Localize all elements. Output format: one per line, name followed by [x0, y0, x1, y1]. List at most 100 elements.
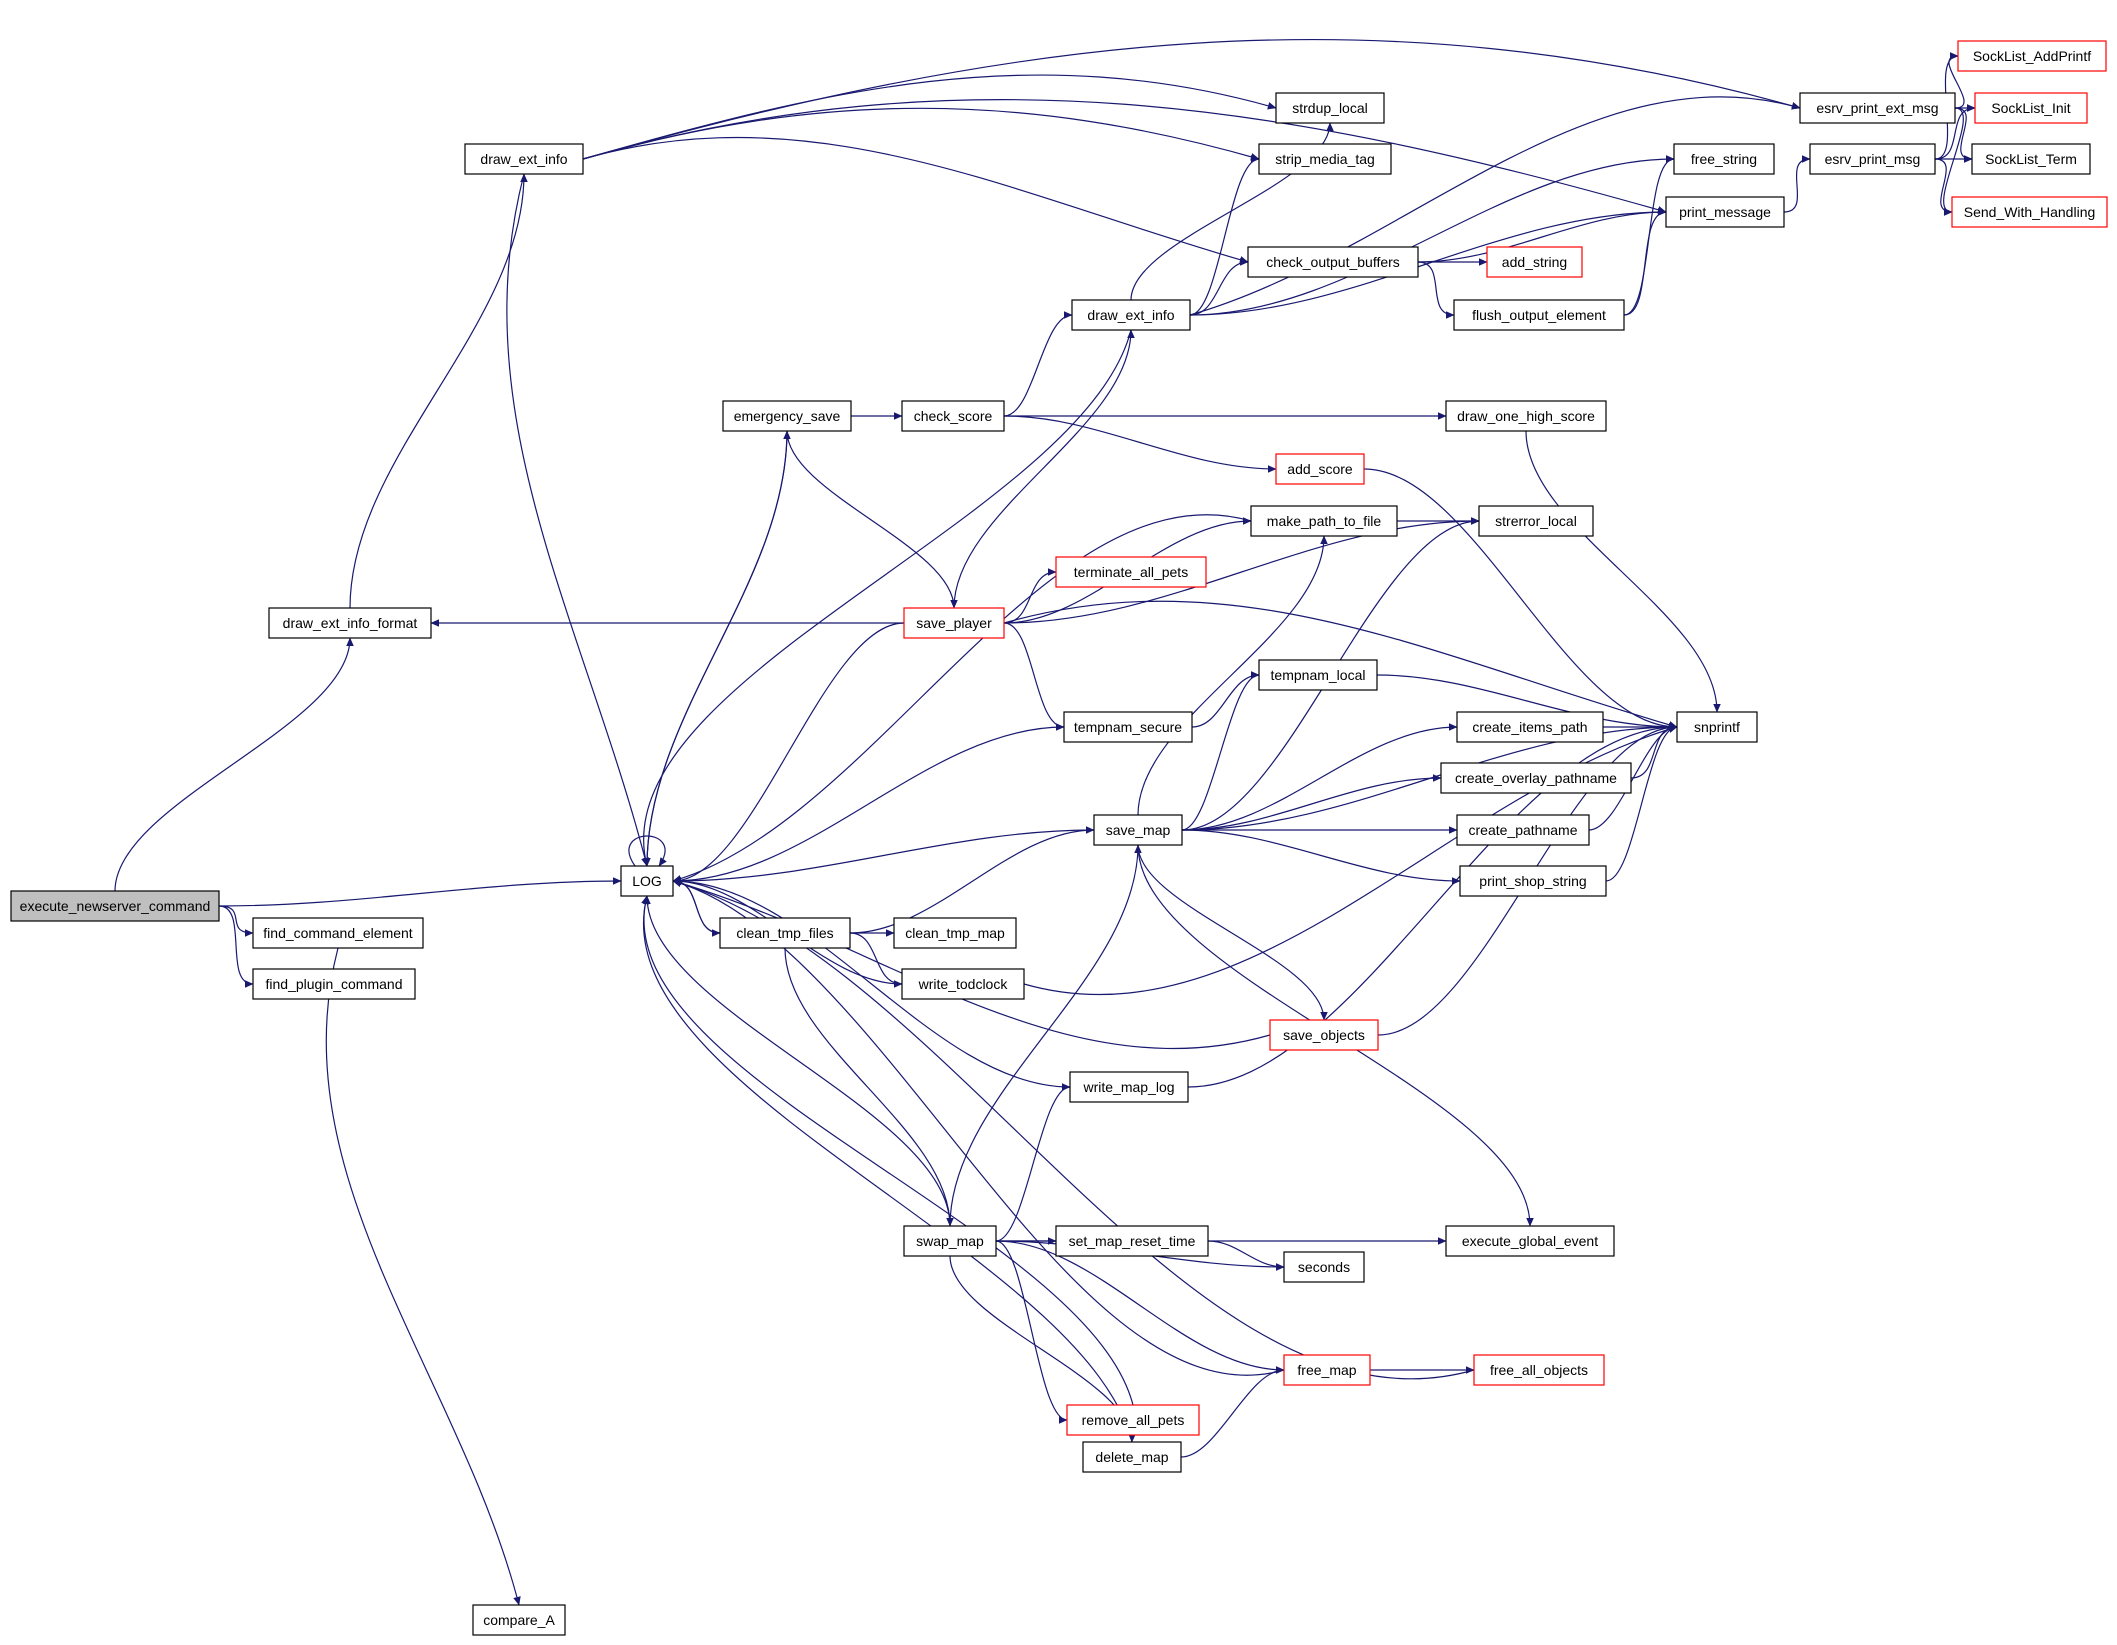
node-save_objects[interactable]: save_objects: [1269, 1019, 1379, 1051]
node-box-create_items_path[interactable]: [1456, 711, 1604, 743]
node-box-emergency_save[interactable]: [722, 400, 852, 432]
node-box-delete_map[interactable]: [1082, 1441, 1182, 1473]
node-box-execute_global_event[interactable]: [1445, 1225, 1615, 1257]
node-add_score[interactable]: add_score: [1275, 453, 1365, 485]
node-free_map[interactable]: free_map: [1283, 1354, 1371, 1386]
node-box-free_map[interactable]: [1283, 1354, 1371, 1386]
node-execute_newserver_command[interactable]: execute_newserver_command: [10, 890, 220, 922]
node-box-Send_With_Handling[interactable]: [1951, 196, 2108, 228]
node-terminate_all_pets[interactable]: terminate_all_pets: [1055, 556, 1207, 588]
node-box-save_map[interactable]: [1093, 814, 1183, 846]
node-box-clean_tmp_map[interactable]: [893, 917, 1017, 949]
node-draw_ext_info_mid[interactable]: draw_ext_info: [1071, 299, 1191, 331]
node-esrv_print_ext_msg[interactable]: esrv_print_ext_msg: [1799, 92, 1956, 124]
node-check_score[interactable]: check_score: [901, 400, 1005, 432]
node-SockList_AddPrintf[interactable]: SockList_AddPrintf: [1957, 40, 2107, 72]
node-box-tempnam_local[interactable]: [1258, 659, 1378, 691]
node-delete_map[interactable]: delete_map: [1082, 1441, 1182, 1473]
node-box-check_score[interactable]: [901, 400, 1005, 432]
node-box-find_plugin_command[interactable]: [252, 968, 416, 1000]
node-box-flush_output_element[interactable]: [1453, 299, 1625, 331]
node-box-print_shop_string[interactable]: [1459, 865, 1607, 897]
node-free_all_objects[interactable]: free_all_objects: [1473, 1354, 1605, 1386]
node-box-save_player[interactable]: [903, 607, 1005, 639]
node-add_string[interactable]: add_string: [1486, 246, 1583, 278]
node-find_plugin_command[interactable]: find_plugin_command: [252, 968, 416, 1000]
node-strerror_local[interactable]: strerror_local: [1478, 505, 1594, 537]
node-box-terminate_all_pets[interactable]: [1055, 556, 1207, 588]
node-swap_map[interactable]: swap_map: [903, 1225, 997, 1257]
node-strip_media_tag[interactable]: strip_media_tag: [1258, 143, 1392, 175]
node-draw_ext_info_format[interactable]: draw_ext_info_format: [268, 607, 432, 639]
node-save_player[interactable]: save_player: [903, 607, 1005, 639]
node-write_todclock[interactable]: write_todclock: [901, 968, 1025, 1000]
node-box-compare_A[interactable]: [472, 1604, 566, 1636]
node-create_overlay_pathname[interactable]: create_overlay_pathname: [1440, 762, 1632, 794]
node-draw_one_high_score[interactable]: draw_one_high_score: [1445, 400, 1607, 432]
node-box-draw_ext_info_format[interactable]: [268, 607, 432, 639]
node-create_items_path[interactable]: create_items_path: [1456, 711, 1604, 743]
node-box-snprintf[interactable]: [1676, 711, 1758, 743]
node-clean_tmp_files[interactable]: clean_tmp_files: [719, 917, 851, 949]
node-SockList_Term[interactable]: SockList_Term: [1971, 143, 2091, 175]
node-print_shop_string[interactable]: print_shop_string: [1459, 865, 1607, 897]
node-box-SockList_Term[interactable]: [1971, 143, 2091, 175]
node-box-print_message[interactable]: [1665, 196, 1785, 228]
node-compare_A[interactable]: compare_A: [472, 1604, 566, 1636]
node-box-save_objects[interactable]: [1269, 1019, 1379, 1051]
node-save_map[interactable]: save_map: [1093, 814, 1183, 846]
node-Send_With_Handling[interactable]: Send_With_Handling: [1951, 196, 2108, 228]
node-tempnam_local[interactable]: tempnam_local: [1258, 659, 1378, 691]
node-box-LOG[interactable]: [620, 865, 674, 897]
node-box-seconds[interactable]: [1283, 1251, 1365, 1283]
node-emergency_save[interactable]: emergency_save: [722, 400, 852, 432]
node-box-strip_media_tag[interactable]: [1258, 143, 1392, 175]
node-set_map_reset_time[interactable]: set_map_reset_time: [1055, 1225, 1209, 1257]
node-box-execute_newserver_command[interactable]: [10, 890, 220, 922]
node-create_pathname[interactable]: create_pathname: [1456, 814, 1590, 846]
node-check_output_buffers[interactable]: check_output_buffers: [1247, 246, 1419, 278]
node-box-tempnam_secure[interactable]: [1063, 711, 1193, 743]
node-box-swap_map[interactable]: [903, 1225, 997, 1257]
node-strdup_local[interactable]: strdup_local: [1275, 92, 1385, 124]
node-esrv_print_msg[interactable]: esrv_print_msg: [1809, 143, 1936, 175]
node-box-add_string[interactable]: [1486, 246, 1583, 278]
node-box-draw_ext_info_top[interactable]: [464, 143, 584, 175]
node-box-strerror_local[interactable]: [1478, 505, 1594, 537]
node-box-find_command_element[interactable]: [252, 917, 424, 949]
node-make_path_to_file[interactable]: make_path_to_file: [1250, 505, 1398, 537]
node-box-esrv_print_msg[interactable]: [1809, 143, 1936, 175]
node-box-set_map_reset_time[interactable]: [1055, 1225, 1209, 1257]
node-seconds[interactable]: seconds: [1283, 1251, 1365, 1283]
node-find_command_element[interactable]: find_command_element: [252, 917, 424, 949]
node-clean_tmp_map[interactable]: clean_tmp_map: [893, 917, 1017, 949]
node-snprintf[interactable]: snprintf: [1676, 711, 1758, 743]
node-tempnam_secure[interactable]: tempnam_secure: [1063, 711, 1193, 743]
node-box-esrv_print_ext_msg[interactable]: [1799, 92, 1956, 124]
node-box-free_string[interactable]: [1673, 143, 1775, 175]
node-box-add_score[interactable]: [1275, 453, 1365, 485]
node-remove_all_pets[interactable]: remove_all_pets: [1066, 1404, 1200, 1436]
node-box-check_output_buffers[interactable]: [1247, 246, 1419, 278]
node-box-strdup_local[interactable]: [1275, 92, 1385, 124]
node-LOG[interactable]: LOG: [620, 865, 674, 897]
node-box-draw_one_high_score[interactable]: [1445, 400, 1607, 432]
node-box-create_overlay_pathname[interactable]: [1440, 762, 1632, 794]
node-draw_ext_info_top[interactable]: draw_ext_info: [464, 143, 584, 175]
node-flush_output_element[interactable]: flush_output_element: [1453, 299, 1625, 331]
node-print_message[interactable]: print_message: [1665, 196, 1785, 228]
node-box-draw_ext_info_mid[interactable]: [1071, 299, 1191, 331]
node-box-SockList_Init[interactable]: [1974, 92, 2088, 124]
node-write_map_log[interactable]: write_map_log: [1069, 1071, 1189, 1103]
node-box-create_pathname[interactable]: [1456, 814, 1590, 846]
node-execute_global_event[interactable]: execute_global_event: [1445, 1225, 1615, 1257]
node-SockList_Init[interactable]: SockList_Init: [1974, 92, 2088, 124]
node-box-remove_all_pets[interactable]: [1066, 1404, 1200, 1436]
node-box-SockList_AddPrintf[interactable]: [1957, 40, 2107, 72]
node-box-free_all_objects[interactable]: [1473, 1354, 1605, 1386]
node-box-clean_tmp_files[interactable]: [719, 917, 851, 949]
node-box-make_path_to_file[interactable]: [1250, 505, 1398, 537]
node-box-write_map_log[interactable]: [1069, 1071, 1189, 1103]
node-box-write_todclock[interactable]: [901, 968, 1025, 1000]
node-free_string[interactable]: free_string: [1673, 143, 1775, 175]
